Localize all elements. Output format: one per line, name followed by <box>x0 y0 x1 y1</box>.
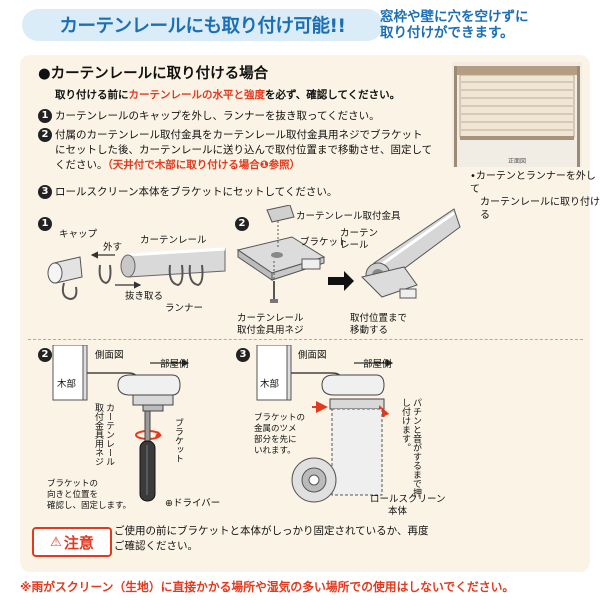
bracket-label-vertical: ブラケット <box>173 418 183 463</box>
header-note-line2: 取り付けができます。 <box>380 25 514 41</box>
diagram-4 <box>256 345 394 503</box>
photo-caption-line2: カーテンレールに取り付ける <box>480 197 600 221</box>
divider <box>28 339 583 340</box>
step-3-text: ロールスクリーン本体をブラケットにセットしてください。 <box>55 186 338 198</box>
body-label: ロールスクリーン本体 <box>370 494 446 517</box>
photo-caption: •カーテンとランナーを外して カーテンレールに取り付ける <box>470 170 600 222</box>
header-title: カーテンレールにも取り付け可能!! <box>22 9 383 41</box>
footer-warning: ※雨がスクリーン（生地）に直接かかる場所や湿気の多い場所での使用はしないでくださ… <box>20 580 515 594</box>
step-2-number: 2 <box>38 128 52 142</box>
rail-label-2: カーテンレール <box>340 228 379 251</box>
bracket-note: ブラケットの向きと位置を確認し、固定します。 <box>47 479 132 511</box>
caution-line2: ご確認ください。 <box>114 540 198 552</box>
diagram-2 <box>236 205 461 303</box>
section-heading: ●カーテンレールに取り付ける場合 <box>38 66 269 82</box>
runner-label: ランナー <box>165 303 204 314</box>
step-3-number: 3 <box>38 185 52 199</box>
product-photo: 正面図 <box>452 62 582 167</box>
step-1-text: カーテンレールのキャップを外し、ランナーを抜き取ってください。 <box>55 110 380 122</box>
diagram-3-number: 2 <box>38 344 55 363</box>
intro-pre: 取り付ける前に <box>55 89 129 101</box>
step-2-line1: 付属のカーテンレール取付金具をカーテンレール取付金具用ネジでブラケット <box>55 129 423 141</box>
step-1-number: 1 <box>38 109 52 123</box>
diagram-1 <box>47 247 226 301</box>
diagram-2-number: 2 <box>235 213 252 232</box>
pull-out-label: 抜き取る <box>125 291 164 302</box>
screw-label: カーテンレール取付金具用ネジ <box>237 313 304 336</box>
fitting-label: カーテンレール取付金具 <box>296 211 401 222</box>
diagram-1-number: 1 <box>38 213 55 232</box>
remove-label: 外す <box>103 242 123 253</box>
diagram-4-number: 3 <box>236 344 253 363</box>
step-2-line2: にセットした後、カーテンレールに送り込んで取付位置まで移動させ、固定して <box>55 144 433 156</box>
cap-label: キャップ <box>59 229 98 240</box>
diagram-3 <box>52 345 190 502</box>
intro-red: カーテンレールの水平と強度 <box>128 89 266 101</box>
side-view-label: 側面図 <box>95 350 124 361</box>
step-2-line3-pre: ください。 <box>55 159 108 171</box>
caution-label: 注意 <box>63 533 94 552</box>
caution-text: ご使用の前にブラケットと本体がしっかり固定されているか、再度 ご確認ください。 <box>114 524 474 554</box>
intro-text: 取り付ける前にカーテンレールの水平と強度を必ず、確認してください。 <box>55 87 400 102</box>
snap-note: パチンと音がするまで押し付けます。 <box>400 398 421 497</box>
driver-label: ⊕ドライバー <box>165 498 221 509</box>
wood-label: 木部 <box>57 379 77 390</box>
warning-icon: ⚠ <box>50 534 62 550</box>
bracket-label: ブラケット <box>300 237 348 248</box>
room-side-label-2: 部屋側 <box>363 359 392 370</box>
move-label: 取付位置まで移動する <box>350 313 408 336</box>
side-view-label-2: 側面図 <box>298 350 327 361</box>
wood-label-2: 木部 <box>260 379 280 390</box>
screw-label-vertical: カーテンレール取付金具用ネジ <box>93 403 114 466</box>
header-note: 窓枠や壁に穴を空けずに 取り付けができます。 <box>380 9 570 41</box>
rail-label: カーテンレール <box>140 235 207 246</box>
front-view-label: 正面図 <box>508 158 526 165</box>
photo-caption-line1: •カーテンとランナーを外して <box>470 171 596 195</box>
header-note-line1: 窓枠や壁に穴を空けずに <box>380 9 529 25</box>
step-2-line3-red: （天井付で木部に取り付ける場合❶参照） <box>107 159 301 171</box>
room-side-label: 部屋側 <box>160 359 189 370</box>
caution-badge: ⚠注意 <box>32 527 112 557</box>
caution-line1: ご使用の前にブラケットと本体がしっかり固定されているか、再度 <box>114 525 429 537</box>
intro-post: を必ず、確認してください。 <box>265 89 401 101</box>
claw-note: ブラケットの金属のツメ部分を先にいれます。 <box>254 413 306 456</box>
